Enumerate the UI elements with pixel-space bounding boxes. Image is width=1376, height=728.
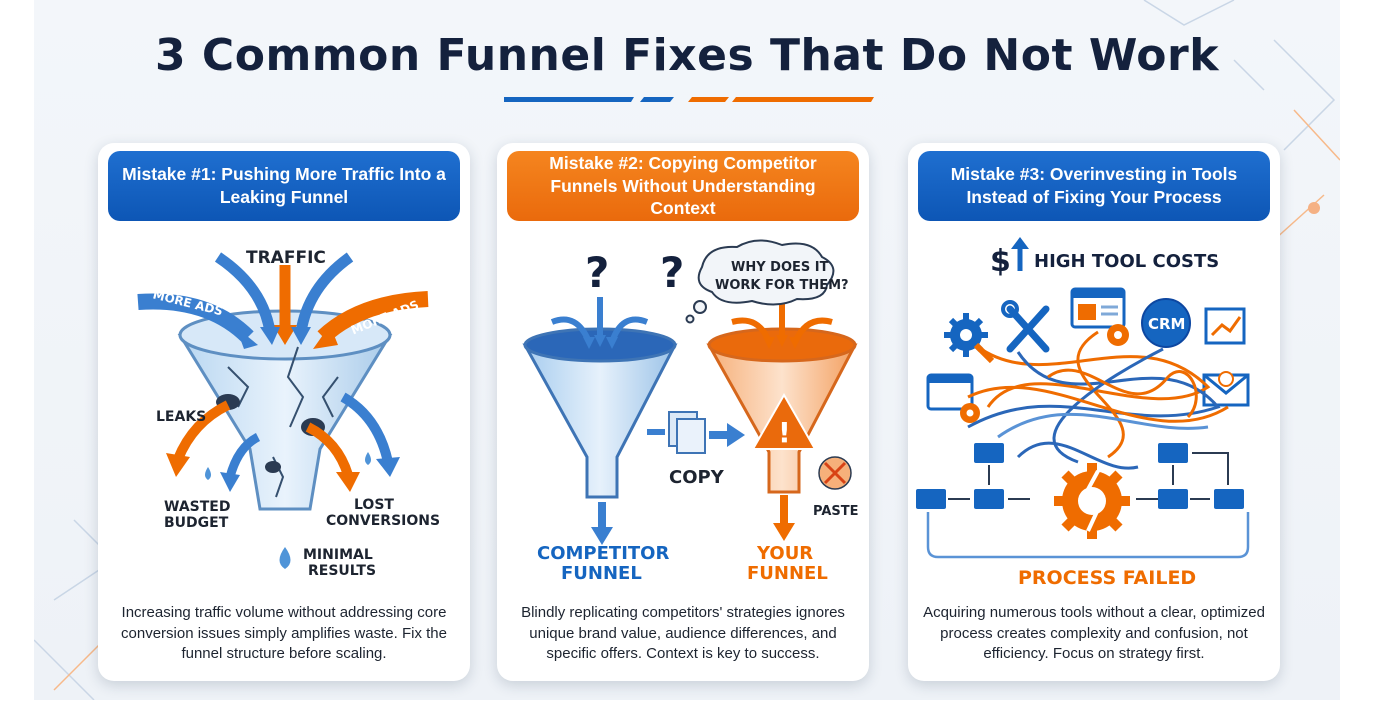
your-funnel-line1: YOUR <box>756 543 813 564</box>
crm-label: CRM <box>1148 315 1186 333</box>
dollar-icon: $ <box>990 244 1011 279</box>
mistake-card-2: Mistake #2: Copying Competitor Funnels W… <box>497 143 869 681</box>
mistake-card-3: Mistake #3: Overinvesting in Tools Inste… <box>908 143 1280 681</box>
card-3-header: Mistake #3: Overinvesting in Tools Inste… <box>918 151 1270 221</box>
leaks-label: LEAKS <box>156 409 206 425</box>
minimal-results-line2: RESULTS <box>308 563 376 579</box>
leaking-funnel-illustration: TRAFFIC MORE ADS MORE ADS LEAKS WASTED B… <box>137 248 440 579</box>
copy-funnel-illustration: ! WHY DOES IT WORK FOR THEM? ? ? COPY <box>522 239 859 584</box>
traffic-label: TRAFFIC <box>246 248 326 268</box>
crm-badge: CRM <box>1141 298 1191 348</box>
minimal-results-line1: MINIMAL <box>303 547 373 563</box>
your-funnel-line2: FUNNEL <box>747 563 828 584</box>
card-2-header: Mistake #2: Copying Competitor Funnels W… <box>507 151 859 221</box>
wasted-budget-line2: BUDGET <box>164 515 229 531</box>
mistake-card-1: Mistake #1: Pushing More Traffic Into a … <box>98 143 470 681</box>
question-mark-1: ? <box>585 248 609 297</box>
competitor-funnel-shape <box>522 343 678 499</box>
broken-gear-icon <box>1054 463 1130 539</box>
process-failed-label: PROCESS FAILED <box>1018 567 1196 589</box>
title-underline <box>504 97 874 102</box>
thought-bubble <box>697 239 835 306</box>
monitor-gear-icon <box>926 373 980 423</box>
tool-overload-illustration: $ HIGH TOOL COSTS <box>916 237 1250 589</box>
paste-label: PASTE <box>813 504 859 519</box>
copy-icon <box>647 411 745 454</box>
leak-arrows <box>166 392 400 492</box>
card-3-description: Acquiring numerous tools without a clear… <box>923 604 1265 663</box>
gear-icon <box>944 313 995 364</box>
lost-conversions-line1: LOST <box>354 497 394 513</box>
browser-icon <box>1070 287 1126 329</box>
wrench-icon <box>1001 300 1050 353</box>
card-1-header: Mistake #1: Pushing More Traffic Into a … <box>108 151 460 221</box>
tangled-connections <box>967 330 1229 470</box>
chart-icon <box>1204 307 1246 345</box>
bubble-line2: WORK FOR THEM? <box>715 278 849 293</box>
process-flow <box>916 443 1250 559</box>
svg-text:!: ! <box>778 416 791 449</box>
card-2-description: Blindly replicating competitors' strateg… <box>521 604 845 663</box>
warning-icon <box>751 392 817 450</box>
more-ads-left-label: MORE ADS <box>151 287 224 318</box>
orange-gear-icon <box>1107 324 1129 346</box>
competitor-funnel-line1: COMPETITOR <box>537 543 669 564</box>
question-mark-2: ? <box>660 248 684 297</box>
competitor-funnel-line2: FUNNEL <box>561 563 642 584</box>
wasted-budget-line1: WASTED <box>164 499 230 515</box>
lost-conversions-line2: CONVERSIONS <box>326 513 440 529</box>
background-decoration <box>34 0 1340 700</box>
traffic-arrows <box>137 252 429 349</box>
costs-label: HIGH TOOL COSTS <box>1034 251 1219 272</box>
paste-crossed-icon <box>818 456 852 490</box>
card-1-description: Increasing traffic volume without addres… <box>121 604 447 663</box>
page-title: 3 Common Funnel Fixes That Do Not Work <box>155 30 1219 81</box>
infographic-canvas: 3 Common Funnel Fixes That Do Not Work M… <box>34 0 1340 700</box>
bubble-line1: WHY DOES IT <box>731 260 829 275</box>
copy-label: COPY <box>669 467 725 488</box>
